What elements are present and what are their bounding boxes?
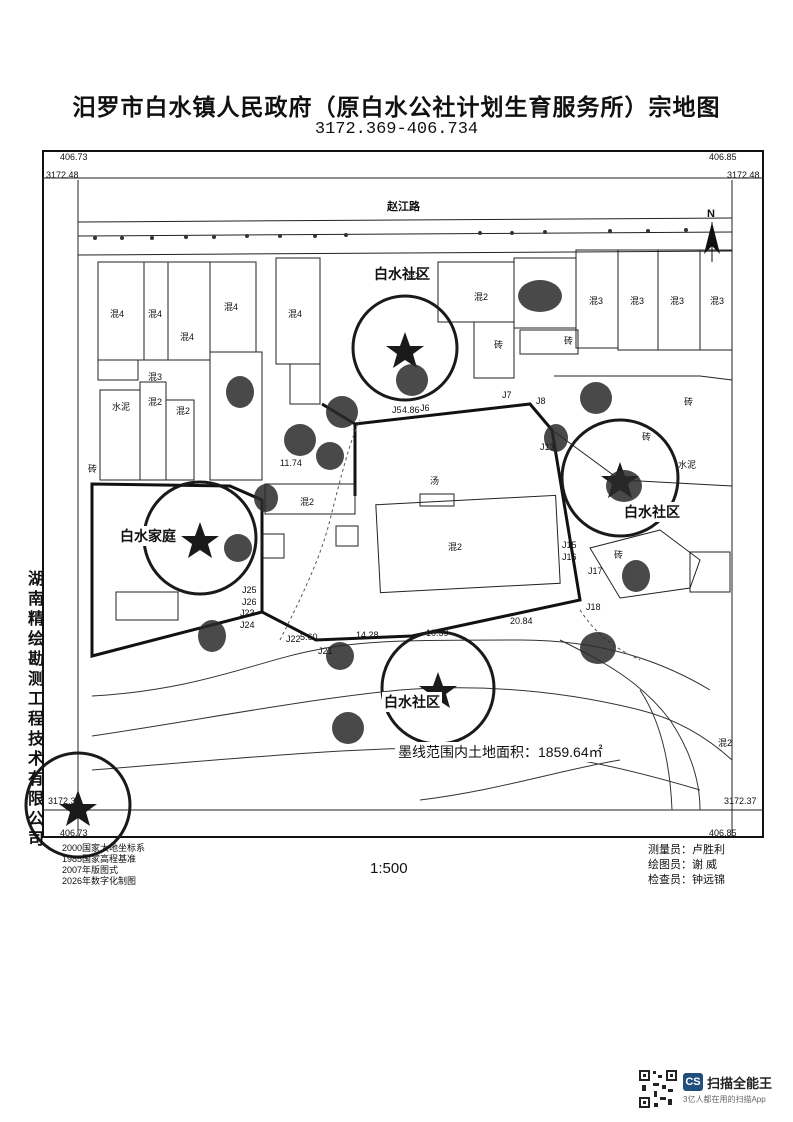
corner-top-right-x: 406.85 bbox=[709, 152, 737, 162]
road-name: 赵江路 bbox=[387, 201, 420, 213]
corner-top-left-x: 406.73 bbox=[60, 152, 88, 162]
parcel-point: J24 bbox=[240, 620, 255, 630]
parcel-point: J21 bbox=[318, 646, 333, 656]
legend-item: 2026年数字化制图 bbox=[62, 876, 137, 886]
building-label: 混2 bbox=[148, 397, 163, 407]
corner-bottom-left-y: 3172.37 bbox=[48, 796, 81, 806]
place-label-baishui-community-east: 白水社区 bbox=[622, 502, 682, 522]
road-edge-south bbox=[77, 231, 733, 237]
building-label: 砖 bbox=[88, 464, 98, 474]
scanner-app-tagline: 3亿人都在用的扫描App bbox=[683, 1095, 766, 1104]
corner-top-right-y: 3172.48 bbox=[727, 170, 760, 180]
distance-label: 4.86 bbox=[402, 405, 420, 415]
building-label: 混4 bbox=[288, 309, 303, 319]
building-label: 砖 bbox=[684, 397, 694, 407]
building-label: 混3 bbox=[589, 296, 604, 306]
survey-company-name: 湖南精绘勘测工程技术有限公司 bbox=[28, 571, 45, 848]
building-label: 混4 bbox=[110, 309, 125, 319]
inspector: 检查员：钟远锦 bbox=[648, 874, 725, 886]
parcel-point: J8 bbox=[536, 396, 546, 406]
map-legend: 2000国家大地坐标系 1985国家高程基准 2007年版图式 2026年数字化… bbox=[62, 843, 145, 887]
road-edge-north bbox=[77, 217, 733, 223]
building-label: 混2 bbox=[176, 406, 191, 416]
terrace-lines bbox=[91, 639, 733, 811]
building-label: 砖 bbox=[564, 336, 574, 346]
street-front-line bbox=[77, 250, 733, 256]
building-label: 混2 bbox=[448, 542, 463, 552]
fingerprint-marks bbox=[198, 280, 650, 744]
building-label: 砖 bbox=[614, 550, 624, 560]
surveyor: 测量员：卢胜利 bbox=[648, 844, 725, 856]
page-title: 汨罗市白水镇人民政府（原白水公社计划生育服务所）宗地图 bbox=[72, 94, 721, 120]
building-label: 混2 bbox=[718, 738, 733, 748]
place-label-baishui-family: 白水家庭 bbox=[118, 526, 178, 546]
parcel-boundary bbox=[90, 402, 582, 658]
building-label: 砖 bbox=[642, 432, 652, 442]
map-frame bbox=[42, 150, 764, 838]
place-label-baishui-community-south: 白水社区 bbox=[382, 692, 442, 712]
parcel-point: J7 bbox=[502, 390, 512, 400]
map-scale: 1:500 bbox=[370, 860, 408, 877]
distance-label: 10.59 bbox=[426, 628, 449, 638]
staff-list: 测量员：卢胜利 绘图员：谢 威 检查员：钟远锦 bbox=[648, 843, 725, 888]
corner-bottom-right-y: 3172.37 bbox=[724, 796, 757, 806]
parcel-point: J18 bbox=[586, 602, 601, 612]
building-label: 砖 bbox=[494, 340, 504, 350]
building-label: 混3 bbox=[148, 372, 163, 382]
distance-label: 5.60 bbox=[300, 632, 318, 642]
parcel-point: J6 bbox=[420, 403, 430, 413]
legend-item: 2000国家大地坐标系 bbox=[62, 843, 146, 853]
building-label: 混3 bbox=[670, 296, 685, 306]
corner-bottom-left-x: 406.73 bbox=[60, 828, 88, 838]
building-label: 混2 bbox=[474, 292, 489, 302]
parcel-point: J22 bbox=[286, 634, 301, 644]
parcel-point: J16 bbox=[562, 552, 577, 562]
building-label: 混2 bbox=[406, 271, 421, 281]
parcel-point: J17 bbox=[588, 566, 603, 576]
distance-label: 14.28 bbox=[356, 630, 379, 640]
distance-label: 11.74 bbox=[280, 458, 302, 468]
parcel-point: J23 bbox=[240, 608, 255, 618]
scanner-app-name: 扫描全能王 bbox=[707, 1076, 773, 1091]
building-label: 水泥 bbox=[112, 402, 131, 412]
building-label: 混4 bbox=[224, 302, 239, 312]
corner-top-left-y: 3172.48 bbox=[46, 170, 79, 180]
legend-item: 2007年版图式 bbox=[62, 865, 119, 875]
building-label: 混3 bbox=[710, 296, 725, 306]
parcel-point: J26 bbox=[242, 597, 257, 607]
parcel-point: J5 bbox=[392, 405, 402, 415]
north-arrow-icon bbox=[704, 222, 720, 262]
parcel-point: J13 bbox=[540, 442, 555, 452]
parcel-point: J15 bbox=[562, 540, 577, 550]
drafter: 绘图员：谢 威 bbox=[648, 859, 718, 871]
qr-code-icon bbox=[638, 1069, 678, 1109]
legend-item: 1985国家高程基准 bbox=[62, 854, 137, 864]
corner-bottom-right-x: 406.85 bbox=[709, 828, 737, 838]
street-trees bbox=[93, 228, 688, 240]
place-label-baishui-community-north: 白水社区 bbox=[372, 264, 432, 284]
north-label: N bbox=[707, 208, 715, 220]
building-label: 混4 bbox=[148, 309, 163, 319]
parcel-coordinate: 3172.369-406.734 bbox=[314, 120, 479, 139]
distance-label: 20.84 bbox=[510, 616, 533, 626]
western-buildings bbox=[97, 351, 321, 481]
building-label: 混2 bbox=[300, 497, 315, 507]
building-label: 混3 bbox=[630, 296, 645, 306]
building-label: 混4 bbox=[180, 332, 195, 342]
building-label: 汤 bbox=[430, 476, 440, 486]
parcel-point: J25 bbox=[242, 585, 257, 595]
scanner-app-logo: CS bbox=[683, 1073, 703, 1091]
main-building bbox=[261, 483, 561, 594]
land-area-statement: 墨线范围内土地面积：1859.64㎡ bbox=[395, 742, 606, 762]
building-label: 水泥 bbox=[678, 460, 697, 470]
